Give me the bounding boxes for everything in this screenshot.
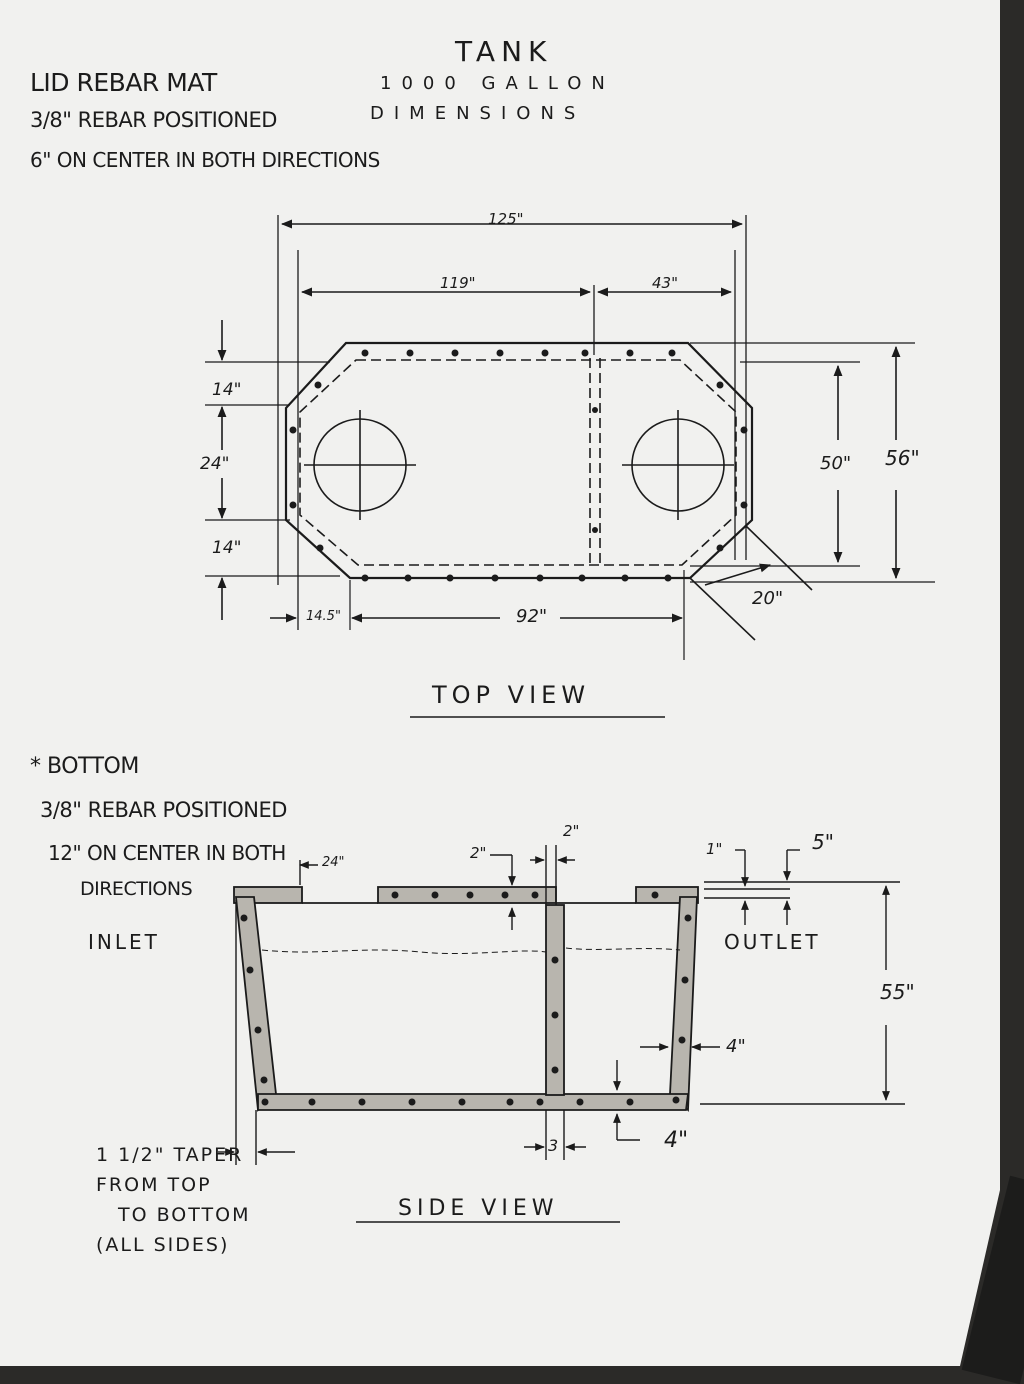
dim-14-bottom: 14" [212, 538, 242, 558]
side-dim-24: 24" [322, 855, 345, 870]
side-dim-1: 1" [706, 840, 723, 858]
top-view-label: TOP VIEW [432, 681, 591, 709]
lid-note-2: 3/8" REBAR POSITIONED [30, 108, 277, 132]
top-view-drawing [205, 215, 935, 718]
taper-note-1: 1 1/2" TAPER [96, 1144, 244, 1166]
taper-note-4: (ALL SIDES) [96, 1234, 230, 1256]
dim-50: 50" [820, 453, 852, 474]
title-tank: TANK [455, 35, 553, 68]
inlet-label: INLET [88, 930, 160, 954]
side-dim-4-wall: 4" [726, 1036, 746, 1057]
taper-note-2: FROM TOP [96, 1174, 212, 1196]
side-view-label: SIDE VIEW [398, 1196, 559, 1221]
side-view-drawing [218, 845, 905, 1223]
dim-43: 43" [652, 274, 678, 292]
dim-14-5: 14.5" [306, 609, 341, 624]
dim-14-top: 14" [212, 380, 242, 400]
side-dim-3: 3 [548, 1136, 559, 1155]
side-dim-55: 55" [880, 980, 915, 1004]
lid-note-1: LID REBAR MAT [30, 68, 217, 97]
dim-20: 20" [752, 588, 784, 609]
side-dim-2-right: 2" [563, 822, 580, 840]
dim-92: 92" [516, 606, 548, 627]
dim-56: 56" [885, 446, 920, 470]
side-dim-4-floor: 4" [664, 1128, 689, 1153]
bottom-note-2: 3/8" REBAR POSITIONED [40, 798, 287, 822]
dim-125: 125" [488, 210, 524, 228]
outlet-label: OUTLET [724, 930, 821, 954]
title-gallon: 1000 GALLON [380, 73, 615, 94]
title-dimensions: DIMENSIONS [370, 103, 586, 124]
dim-119: 119" [440, 274, 476, 292]
side-dim-2-left: 2" [470, 844, 487, 862]
dim-24: 24" [200, 454, 230, 474]
bottom-note-3: 12" ON CENTER IN BOTH [48, 841, 286, 865]
lid-note-3: 6" ON CENTER IN BOTH DIRECTIONS [30, 148, 380, 172]
taper-note-3: TO BOTTOM [118, 1204, 251, 1226]
top-view-rebar-dots [289, 349, 748, 582]
bottom-note-1: * BOTTOM [30, 754, 139, 779]
bottom-note-4: DIRECTIONS [80, 878, 193, 900]
side-dim-5: 5" [812, 830, 834, 854]
